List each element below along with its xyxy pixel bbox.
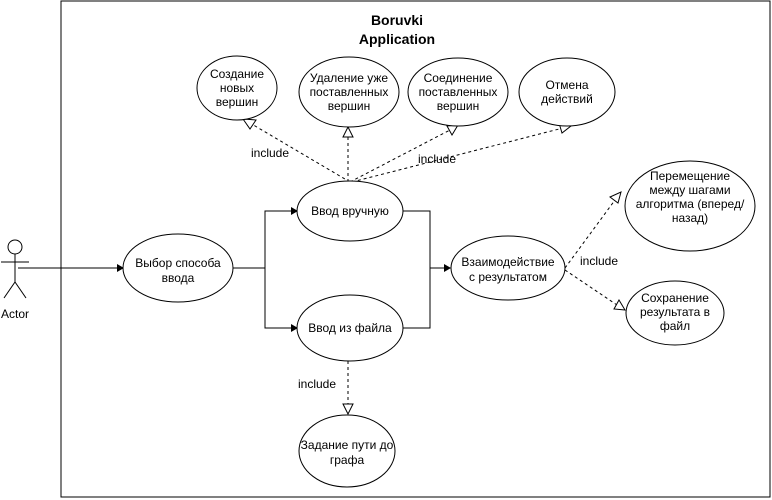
arrowhead-choose-file [291,324,298,332]
usecase-choose-input-line1: Выбор способа [135,256,221,270]
usecase-undo-line1: Отмена [545,78,588,92]
include-arrow-path [342,403,354,416]
include-arrow-create [241,118,257,130]
system-title-line1: Boruvki [371,12,423,28]
usecase-interact-line2: с результатом [469,270,547,284]
usecase-path-line2: графа [330,453,365,467]
usecase-choose-input[interactable]: Выбор способа ввода [122,233,234,303]
flow-file-to-interact [403,267,450,329]
include-manual-create [249,122,351,183]
arrowhead-choose-manual [291,207,298,215]
usecase-steps-line1: Перемещение [650,169,730,183]
usecase-save-line3: файл [660,319,690,333]
include-arrow-steps [609,191,622,204]
usecase-steps-line3: алгоритма (вперед/ [636,197,745,211]
usecase-manual-input-label: Ввод вручную [311,204,389,218]
usecase-create-line2: новых [220,81,254,95]
usecase-connect-line2: поставленных [419,85,498,99]
usecase-set-graph-path[interactable]: Задание пути до графа [298,414,396,488]
include-label-file: include [298,377,336,391]
usecase-path-line1: Задание пути до [301,438,394,452]
include-label-right: include [418,152,456,166]
include-manual-undo [351,127,564,183]
usecase-connect-line1: Соединение [424,71,493,85]
usecase-create-line3: вершин [216,95,259,109]
actor-label: Actor [1,307,29,321]
usecase-file-input[interactable]: Ввод из файла [296,294,404,362]
usecase-steps-line4: назад) [672,211,708,225]
arrowhead-to-interact [444,264,451,272]
usecase-delete-line2: поставленных [310,85,389,99]
usecase-connect-vertices[interactable]: Соединение поставленных вершин [407,57,509,127]
usecase-save-line2: результата в [640,305,710,319]
usecase-connect-line3: вершин [437,99,480,113]
flow-choose-to-file [233,267,297,329]
usecase-save-result[interactable]: Сохранение результата в файл [625,280,725,346]
actor-figure[interactable] [1,239,29,299]
usecase-step-navigation[interactable]: Перемещение между шагами алгоритма (впер… [624,160,756,252]
usecase-file-input-label: Ввод из файла [308,321,392,335]
usecase-steps-line2: между шагами [649,183,730,197]
usecase-undo[interactable]: Отмена действий [518,57,616,127]
usecase-undo-line2: действий [541,92,593,106]
include-arrow-delete [342,125,354,138]
usecase-interact-result[interactable]: Взаимодействие с результатом [450,235,566,301]
include-arrow-save [613,299,626,311]
system-title-line2: Application [359,31,435,47]
usecase-create-vertices[interactable]: Создание новых вершин [196,55,278,121]
usecase-choose-input-line2: ввода [162,271,195,285]
usecase-delete-vertices[interactable]: Удаление уже поставленных вершин [298,56,400,128]
usecase-create-line1: Создание [210,67,264,81]
include-label-left: include [251,146,289,160]
usecase-delete-line1: Удаление уже [310,71,389,85]
usecase-delete-line3: вершин [328,99,371,113]
usecase-save-line1: Сохранение [641,291,709,305]
usecase-manual-input[interactable]: Ввод вручную [296,180,404,242]
include-interact-steps [564,199,616,269]
usecase-interact-line1: Взаимодействие [461,255,554,269]
arrowhead-actor-choose [117,264,124,272]
include-interact-save [564,269,618,306]
include-label-result: include [580,254,618,268]
include-manual-connect [349,129,451,183]
